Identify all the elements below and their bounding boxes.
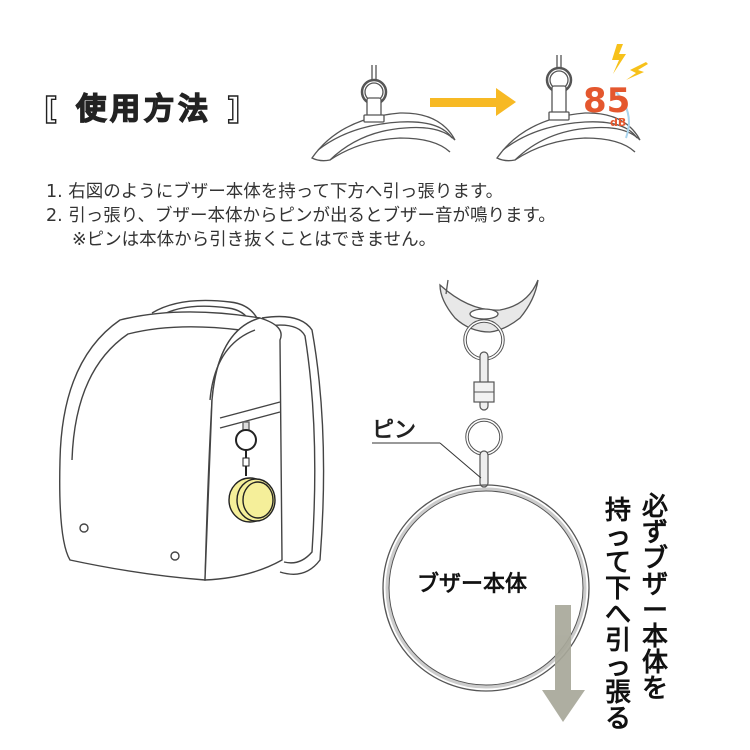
instruction-step-1: 1. 右図のようにブザー本体を持って下方へ引っ張ります。 (46, 182, 504, 202)
instruction-step-2: 2. 引っ張り、ブザー本体からピンが出るとブザー音が鳴ります。 (46, 206, 556, 226)
page-title: [ 使用方法 ] (43, 91, 245, 127)
sound-wave-arc (611, 87, 630, 139)
hanger-before-illustration (311, 65, 456, 162)
chain-link-illustration (463, 319, 505, 488)
pin-label: ピン (372, 418, 417, 443)
pin-leader-line (372, 442, 482, 479)
lightning-icon (612, 44, 648, 80)
buzzer-body-label: ブザー本体 (417, 572, 528, 597)
transition-arrow-icon (430, 88, 516, 116)
sound-level-value: 85 (583, 81, 631, 121)
vertical-caption-right: 必 ず ブ ザ ー 本 体 を (641, 492, 668, 704)
instruction-list: 1. 右図のようにブザー本体を持って下方へ引っ張ります。 2. 引っ張り、ブザー… (46, 180, 556, 252)
hanger-after-illustration (496, 55, 641, 162)
buzzer-body-circle (382, 484, 590, 692)
pull-down-arrow-icon (542, 605, 585, 722)
instruction-note: ※ピンは本体から引き抜くことはできません。 (72, 230, 437, 250)
vertical-caption-left: 持 っ て 下 へ 引 っ 張 る (604, 496, 631, 734)
backpack-illustration (59, 299, 325, 581)
buzzer-on-backpack (228, 421, 276, 523)
sound-level-unit: dB (610, 116, 627, 129)
clip-hook-illustration (439, 279, 539, 333)
